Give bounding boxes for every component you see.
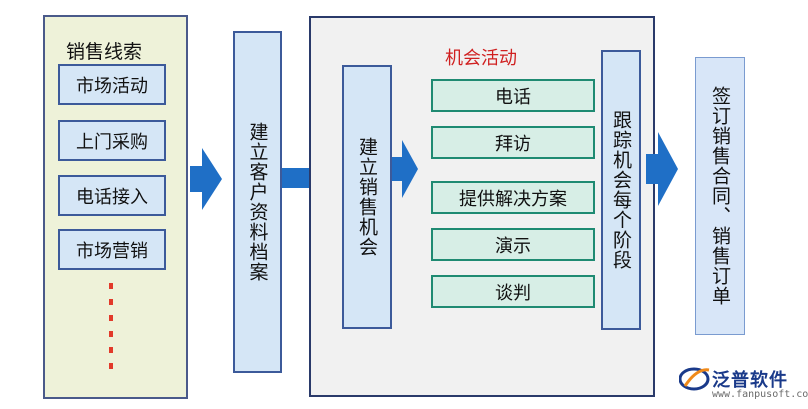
lead-item-onsite-purchase: 上门采购 [58, 120, 166, 161]
continuation-dots [108, 283, 114, 369]
activity-item-negotiation: 谈判 [431, 275, 595, 308]
brand-logo-icon [679, 367, 710, 391]
flow-arrow-3 [392, 140, 418, 198]
dot [109, 331, 113, 337]
lead-item-marketing: 市场营销 [58, 229, 166, 270]
brand-logo [679, 362, 807, 406]
dot [109, 315, 113, 321]
dot [109, 347, 113, 353]
dot [109, 299, 113, 305]
brand-url: www.fanpusoft.com [712, 389, 808, 400]
dot [109, 283, 113, 289]
lead-item-phone-inbound: 电话接入 [58, 175, 166, 216]
flow-arrow-1 [190, 148, 222, 210]
lead-item-market-activity: 市场活动 [58, 64, 166, 105]
track-stages-box: 跟踪机会每个阶段 [601, 50, 641, 330]
contract-order-box: 签订销售合同、销售订单 [695, 57, 745, 335]
dot [109, 363, 113, 369]
flow-arrow-4 [646, 132, 678, 206]
sales-opportunity-box: 建立销售机会 [342, 65, 392, 329]
opportunity-activity-title: 机会活动 [445, 48, 517, 69]
activity-item-demo: 演示 [431, 228, 595, 261]
activity-item-phone: 电话 [431, 79, 595, 112]
sales-leads-title: 销售线索 [66, 41, 143, 63]
customer-archive-box: 建立客户资料档案 [233, 31, 282, 373]
activity-item-visit: 拜访 [431, 126, 595, 159]
brand-name: 泛普软件 [712, 370, 788, 391]
activity-item-solution: 提供解决方案 [431, 181, 595, 214]
